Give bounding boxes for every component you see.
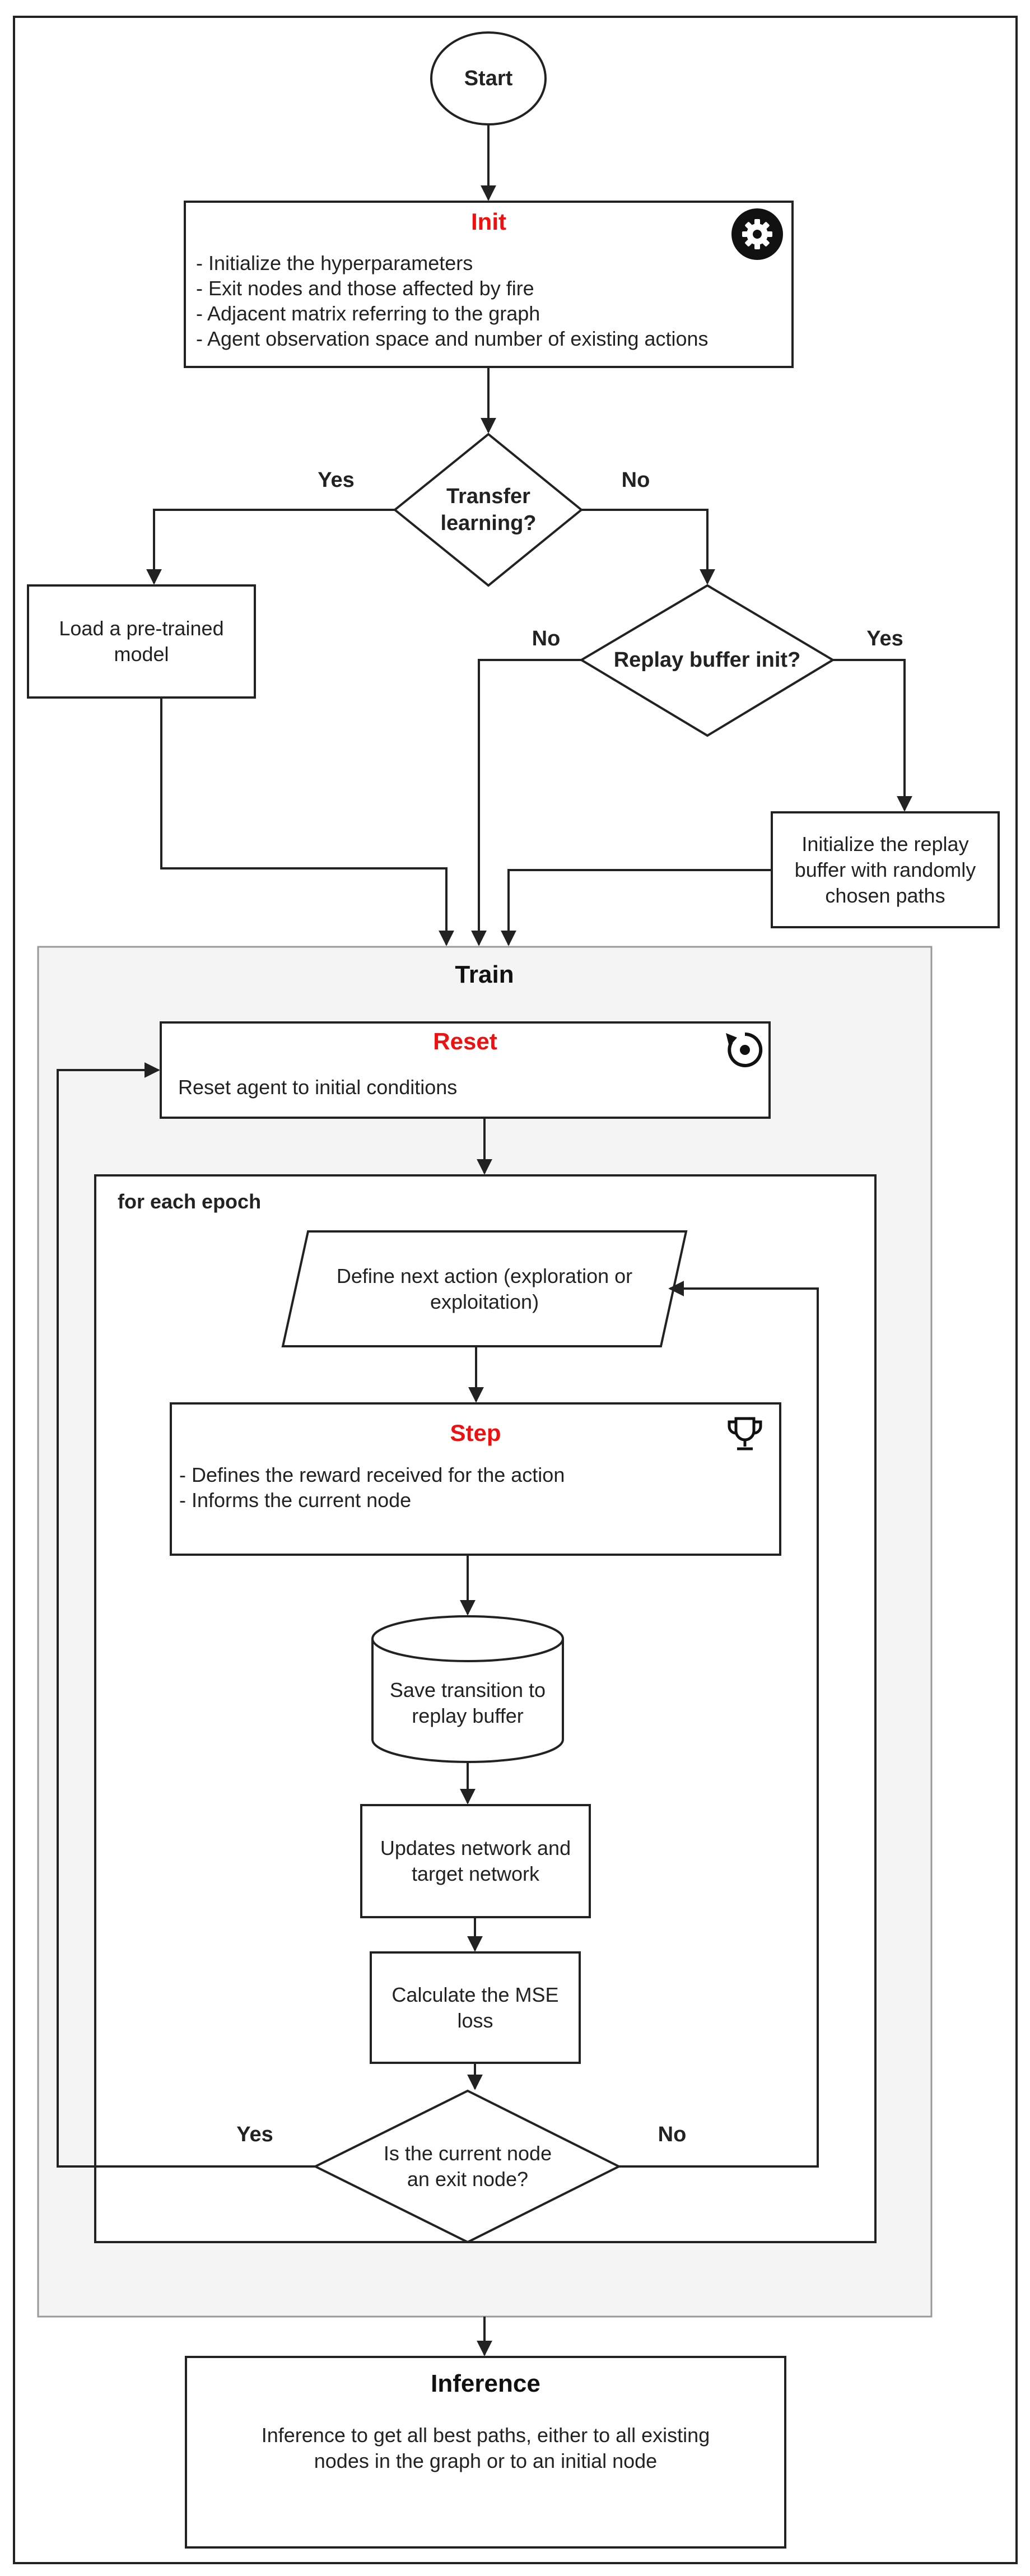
replay-init-diamond xyxy=(579,584,835,737)
transfer-no-label: No xyxy=(621,468,650,492)
edge-transfer-no xyxy=(581,509,715,585)
edge-replay-no xyxy=(471,659,581,946)
mse-box xyxy=(370,1951,581,2064)
step-title: Step xyxy=(450,1420,501,1446)
edge-exit-yes xyxy=(57,1062,315,2168)
update-network-label: Updates network and target network xyxy=(380,1836,571,1885)
init-items: - Initialize the hyperparameters - Exit … xyxy=(196,250,709,351)
init-item: - Initialize the hyperparameters xyxy=(196,252,473,275)
gear-icon xyxy=(731,208,783,260)
init-replay-box xyxy=(771,811,1000,928)
transfer-learning-diamond xyxy=(393,433,584,587)
step-item: - Informs the current node xyxy=(179,1489,412,1512)
step-item: - Defines the reward received for the ac… xyxy=(179,1463,565,1486)
step-items: - Defines the reward received for the ac… xyxy=(179,1462,565,1513)
load-model-box xyxy=(27,584,256,699)
trophy-icon xyxy=(728,1417,762,1450)
reset-icon xyxy=(726,1032,763,1067)
transfer-yes-label: Yes xyxy=(318,468,355,492)
edge-exit-no xyxy=(619,1281,819,2168)
train-title: Train xyxy=(455,961,514,988)
start-label: Start xyxy=(464,66,513,90)
load-model-label: Load a pre-trained model xyxy=(59,617,224,666)
inference-box xyxy=(185,2356,786,2549)
edge-initreplay-to-train xyxy=(501,869,772,946)
step-box xyxy=(170,1402,781,1556)
exit-no-label: No xyxy=(658,2122,687,2146)
init-replay-label: Initialize the replay buffer with random… xyxy=(794,832,976,907)
reset-title: Reset xyxy=(433,1028,497,1054)
exit-node-question: Is the current node an exit node? xyxy=(383,2142,552,2191)
inference-desc: Inference to get all best paths, either … xyxy=(261,2424,710,2472)
inference-title: Inference xyxy=(431,2370,540,2397)
replay-no-label: No xyxy=(532,626,561,650)
save-transition-label: Save transition to replay buffer xyxy=(389,1678,546,1727)
define-action-label: Define next action (exploration or explo… xyxy=(336,1264,633,1313)
define-action-parallelogram xyxy=(281,1230,688,1347)
replay-yes-label: Yes xyxy=(866,626,903,650)
exit-node-diamond xyxy=(313,2089,622,2244)
save-transition-cylinder xyxy=(371,1615,564,1763)
update-network-box xyxy=(360,1804,591,1918)
edge-replay-yes xyxy=(833,659,912,812)
init-item: - Agent observation space and number of … xyxy=(196,327,709,350)
init-item: - Exit nodes and those affected by fire xyxy=(196,277,534,300)
reset-desc: Reset agent to initial conditions xyxy=(178,1076,458,1099)
replay-init-question: Replay buffer init? xyxy=(613,648,801,672)
reset-box xyxy=(160,1021,771,1119)
init-item: - Adjacent matrix referring to the graph xyxy=(196,302,540,325)
init-title: Init xyxy=(471,208,506,235)
init-box xyxy=(184,201,794,368)
edge-load-to-train xyxy=(160,698,454,946)
exit-yes-label: Yes xyxy=(236,2122,273,2146)
transfer-question: Transfer learning? xyxy=(440,485,537,535)
edge-transfer-yes xyxy=(146,509,395,585)
mse-label: Calculate the MSE loss xyxy=(392,1983,559,2032)
epoch-label: for each epoch xyxy=(118,1190,262,1213)
